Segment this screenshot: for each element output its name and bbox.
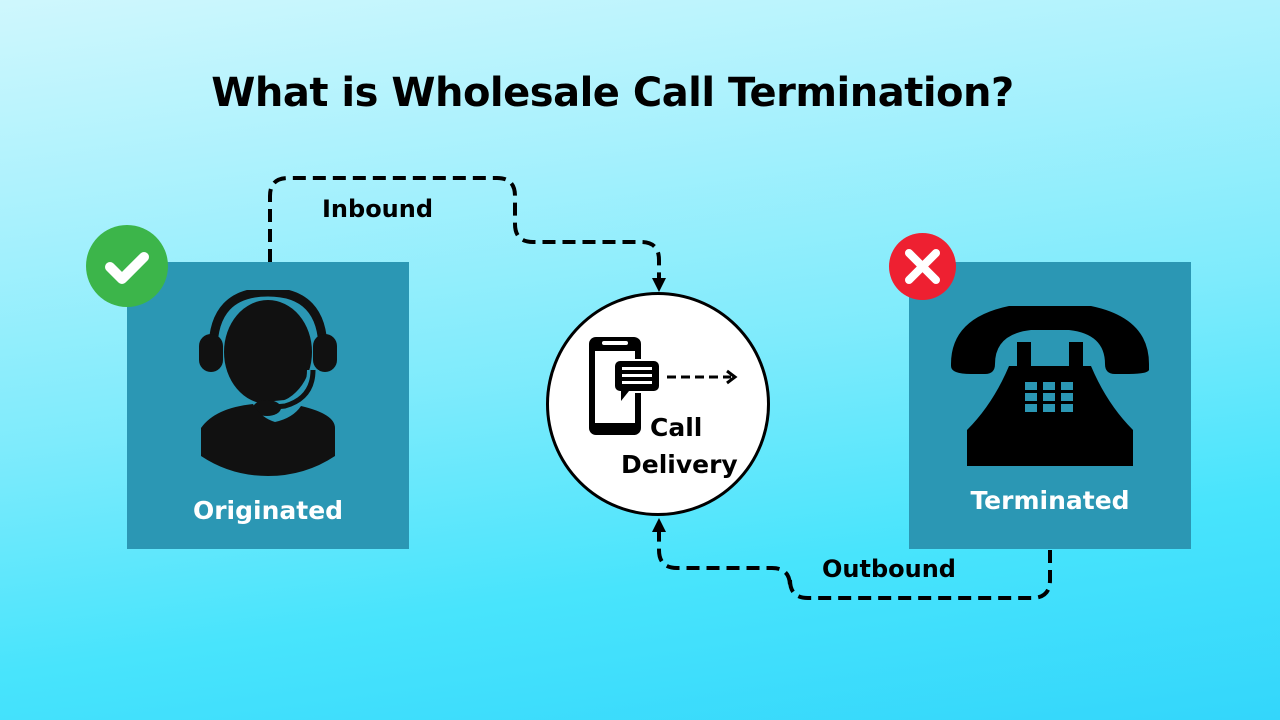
inbound-arrowhead-icon [652, 278, 666, 292]
originated-box: Originated [127, 262, 409, 549]
inbound-label: Inbound [322, 195, 434, 223]
check-badge [86, 225, 168, 307]
page-title: What is Wholesale Call Termination? [211, 70, 1014, 116]
phone-message-icon [589, 337, 738, 435]
outbound-connector [657, 530, 1052, 600]
call-delivery-node: Call Delivery [546, 292, 770, 516]
headset-agent-icon [199, 290, 337, 476]
outbound-label: Outbound [822, 555, 956, 583]
originated-label: Originated [192, 496, 344, 525]
terminated-label: Terminated [970, 486, 1130, 515]
cross-icon [905, 249, 940, 284]
check-icon [105, 252, 149, 284]
outbound-arrowhead-icon [652, 518, 666, 532]
call-delivery-line2: Delivery [621, 450, 738, 479]
rotary-telephone-icon [951, 306, 1149, 466]
inbound-connector [268, 176, 661, 278]
terminated-box: Terminated [909, 262, 1191, 549]
call-delivery-line1: Call [650, 413, 703, 442]
cross-badge [889, 233, 956, 300]
